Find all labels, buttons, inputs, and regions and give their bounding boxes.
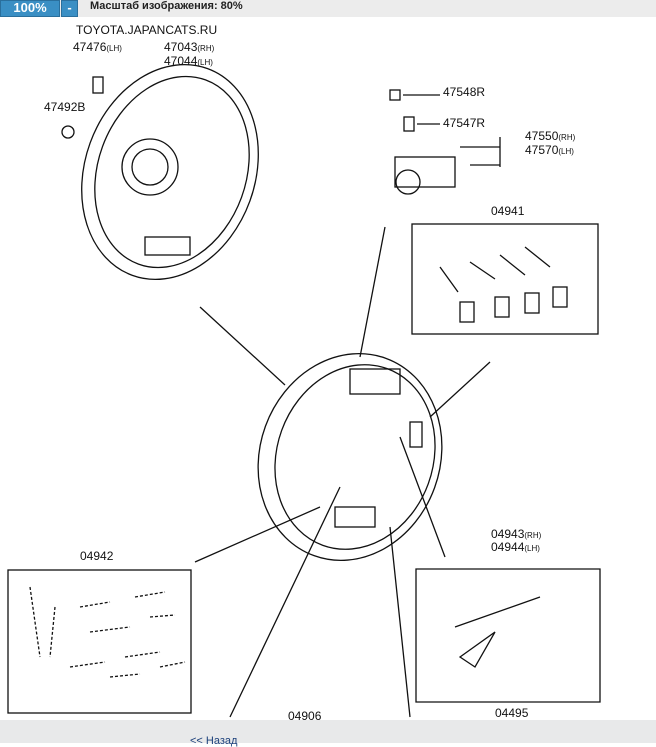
part-label: 04495: [495, 706, 529, 720]
back-link[interactable]: << Назад: [190, 735, 238, 747]
part-label: 47547R: [443, 116, 486, 130]
part-label: 47476(LH): [73, 40, 122, 54]
part-label: 47043(RH): [164, 40, 215, 54]
viewer-footer: << Назад: [0, 720, 656, 747]
brake-assembly-drawing: [257, 352, 443, 562]
scale-label: Масштаб изображения: 80%: [90, 0, 243, 12]
part-label: 04943(RH): [491, 527, 542, 541]
kit-box-04943: [415, 568, 601, 703]
part-label: 47492B: [44, 100, 86, 114]
hardware-pins: [439, 246, 568, 323]
backing-plate-drawing: [81, 63, 259, 281]
kit-box-04941: [411, 223, 599, 335]
wheel-cylinder-drawing: [389, 89, 501, 195]
zoom-100-button[interactable]: 100%: [0, 0, 60, 17]
watermark: TOYOTA.JAPANCATS.RU: [76, 23, 218, 37]
adjuster-drawing: [454, 596, 541, 668]
part-label: 47548R: [443, 85, 486, 99]
part-label: 04906: [288, 709, 322, 723]
viewer-toolbar: 100% - Масштаб изображения: 80%: [0, 0, 656, 17]
kit-box-04942: [7, 569, 192, 714]
zoom-out-button[interactable]: -: [61, 0, 78, 17]
part-label: 47550(RH): [525, 129, 576, 143]
part-label: 47044(LH): [164, 54, 213, 68]
springs: [29, 586, 186, 678]
part-label: 47570(LH): [525, 143, 574, 157]
bolt-icon: [61, 76, 104, 139]
part-label: 04942: [80, 549, 114, 563]
parts-diagram: [7, 63, 601, 718]
part-label: 04941: [491, 204, 525, 218]
part-label: 04944(LH): [491, 540, 540, 554]
pointer-arrows: [194, 226, 491, 718]
